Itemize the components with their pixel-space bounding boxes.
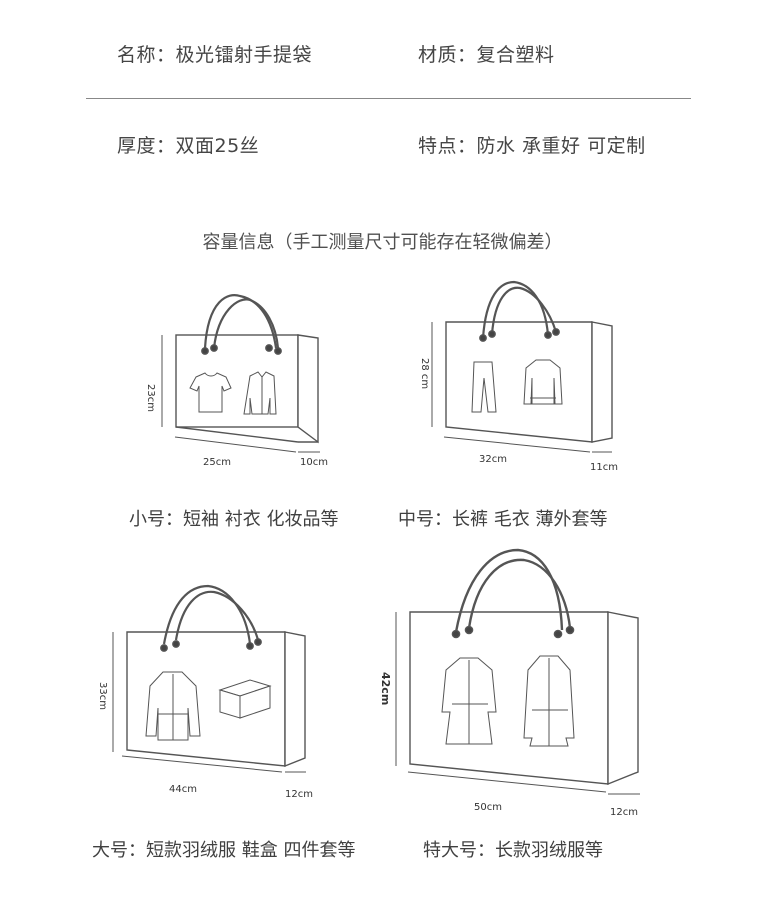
xlarge-depth-label: 12cm xyxy=(610,807,638,818)
sweater-icon xyxy=(523,359,563,405)
small-height-label: 23cm xyxy=(145,384,156,412)
trench-coat-icon xyxy=(441,657,497,745)
medium-bag-illustration xyxy=(431,280,613,453)
spec-material: 材质：复合塑料 xyxy=(418,44,555,66)
large-width-label: 44cm xyxy=(169,784,197,795)
spec-features: 特点：防水 承重好 可定制 xyxy=(418,135,646,157)
small-bag-illustration xyxy=(161,294,320,453)
small-depth-label: 10cm xyxy=(300,457,328,468)
xlarge-caption: 特大号：长款羽绒服等 xyxy=(423,840,603,861)
spec-name: 名称：极光镭射手提袋 xyxy=(117,44,313,66)
medium-width-label: 32cm xyxy=(479,454,507,465)
capacity-title: 容量信息（手工测量尺寸可能存在轻微偏差） xyxy=(202,232,563,253)
small-width-label: 25cm xyxy=(203,457,231,468)
xlarge-bag-illustration xyxy=(395,548,640,795)
medium-caption: 中号：长裤 毛衣 薄外套等 xyxy=(398,509,608,530)
large-caption: 大号：短款羽绒服 鞋盒 四件套等 xyxy=(92,840,356,861)
xlarge-width-label: 50cm xyxy=(474,802,502,813)
long-coat-icon xyxy=(523,655,575,747)
large-bag-illustration xyxy=(112,584,306,773)
shoe-box-icon xyxy=(218,679,272,719)
down-jacket-icon xyxy=(145,671,201,741)
large-depth-label: 12cm xyxy=(285,789,313,800)
medium-height-label: 28 cm xyxy=(419,358,430,389)
large-height-label: 33cm xyxy=(97,682,108,710)
trousers-icon xyxy=(471,361,497,413)
small-caption: 小号：短袖 衬衣 化妆品等 xyxy=(129,509,339,530)
spec-thickness: 厚度：双面25丝 xyxy=(117,135,260,157)
divider xyxy=(86,98,691,99)
shirt-icon xyxy=(243,371,277,415)
medium-depth-label: 11cm xyxy=(590,462,618,473)
xlarge-height-label: 42cm xyxy=(379,672,392,705)
t-shirt-icon xyxy=(189,372,232,413)
